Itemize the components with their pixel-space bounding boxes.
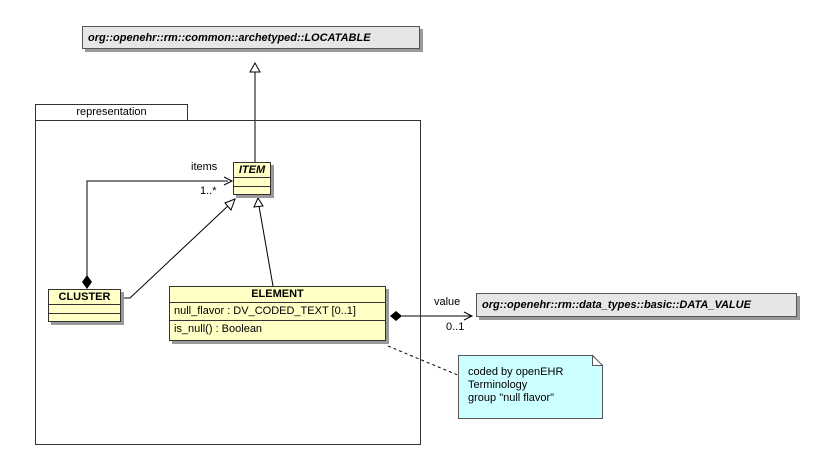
items-role-label: items xyxy=(191,161,218,173)
generalization-arrowhead xyxy=(253,196,264,208)
package-representation xyxy=(35,120,421,445)
element-attribute: null_flavor : DV_CODED_TEXT [0..1] xyxy=(170,302,385,320)
generalization-cluster-item xyxy=(121,198,236,299)
composition-cluster-items xyxy=(82,176,234,289)
locatable-class-name: org::openehr::rm::common::archetyped::LO… xyxy=(88,32,371,44)
element-operation: is_null() : Boolean xyxy=(170,320,385,338)
note-folded-corner xyxy=(592,355,604,367)
data-value-class[interactable]: org::openehr::rm::data_types::basic::DAT… xyxy=(476,293,797,317)
generalization-element-item xyxy=(253,196,274,287)
item-attributes-compartment xyxy=(234,177,270,186)
value-role-label: value xyxy=(434,296,461,308)
items-multiplicity-label: 1..* xyxy=(200,185,217,197)
navigability-arrow xyxy=(223,176,234,186)
note-line: Terminology xyxy=(468,379,528,391)
composition-element-value xyxy=(390,311,474,321)
value-multiplicity-label: 0..1 xyxy=(446,321,465,333)
note-line: coded by openEHR xyxy=(468,366,564,378)
generalization-arrowhead xyxy=(249,61,261,73)
note-link xyxy=(387,345,461,377)
generalization-item-locatable xyxy=(249,61,261,162)
composition-diamond xyxy=(82,275,92,289)
element-class[interactable]: ELEMENT null_flavor : DV_CODED_TEXT [0..… xyxy=(169,286,386,341)
element-class-name: ELEMENT xyxy=(251,288,304,300)
package-name: representation xyxy=(76,106,147,118)
data-value-class-name: org::openehr::rm::data_types::basic::DAT… xyxy=(482,299,751,311)
generalization-arrowhead xyxy=(224,198,236,211)
locatable-class[interactable]: org::openehr::rm::common::archetyped::LO… xyxy=(82,26,420,49)
note-line: group "null flavor" xyxy=(468,392,555,404)
cluster-class[interactable]: CLUSTER xyxy=(48,289,121,322)
item-operations-compartment xyxy=(234,186,270,195)
item-class-name: ITEM xyxy=(238,164,266,176)
cluster-class-name: CLUSTER xyxy=(58,291,111,303)
composition-diamond xyxy=(390,311,402,321)
item-class[interactable]: ITEM xyxy=(233,162,271,195)
navigability-arrow xyxy=(463,311,474,321)
package-tab[interactable]: representation xyxy=(35,104,188,121)
cluster-attributes-compartment xyxy=(49,304,120,313)
cluster-operations-compartment xyxy=(49,313,120,322)
note-null-flavor[interactable]: coded by openEHR Terminology group "null… xyxy=(458,355,603,419)
